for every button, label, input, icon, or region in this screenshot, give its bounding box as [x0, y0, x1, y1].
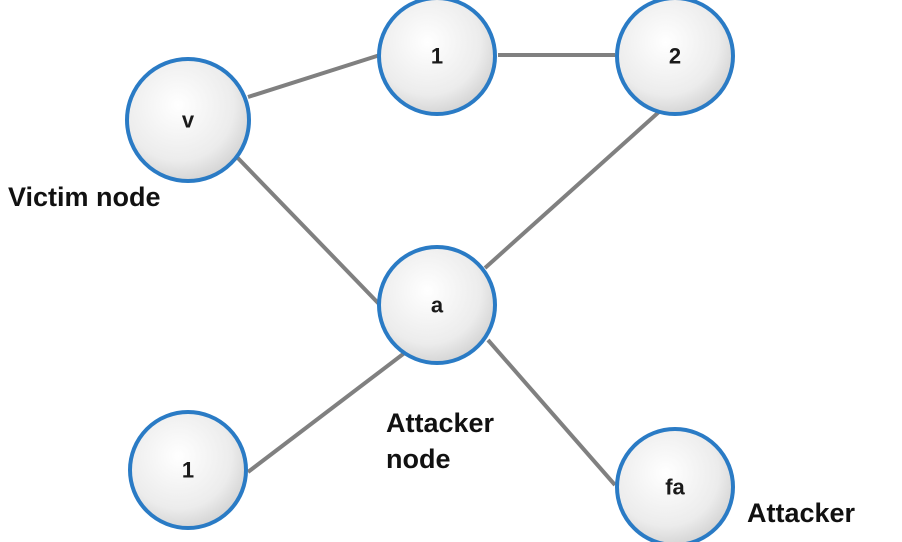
- caption-attacker-node-line2: node: [386, 444, 451, 474]
- node-a: a: [377, 245, 497, 365]
- node-v-circle: [125, 57, 251, 183]
- node-1-bottom: 1: [128, 410, 248, 530]
- node-1-top: 1: [377, 0, 497, 116]
- edge-v-1: [247, 53, 381, 99]
- node-a-label: a: [431, 293, 444, 318]
- node-a-circle: [377, 245, 497, 365]
- edge-a-fa: [486, 338, 617, 487]
- caption-victim-node: Victim node: [8, 182, 161, 212]
- node-2-label: 2: [669, 44, 681, 69]
- node-1-top-circle: [377, 0, 497, 116]
- node-1-bottom-label: 1: [182, 458, 194, 483]
- caption-attacker-node-line1: Attacker: [386, 408, 495, 438]
- node-2: 2: [615, 0, 735, 116]
- node-1-top-label: 1: [431, 44, 443, 69]
- caption-attacker: Attacker: [747, 498, 856, 528]
- node-fa: fa: [615, 427, 735, 542]
- node-v-label: v: [182, 108, 195, 133]
- node-1-bottom-circle: [128, 410, 248, 530]
- edge-2-a: [483, 100, 672, 270]
- edge-v-a: [231, 151, 382, 307]
- node-v: v: [125, 57, 251, 183]
- edge-a-1: [246, 343, 417, 474]
- edges: [231, 53, 672, 487]
- node-2-circle: [615, 0, 735, 116]
- node-fa-label: fa: [665, 475, 685, 500]
- node-fa-circle: [615, 427, 735, 542]
